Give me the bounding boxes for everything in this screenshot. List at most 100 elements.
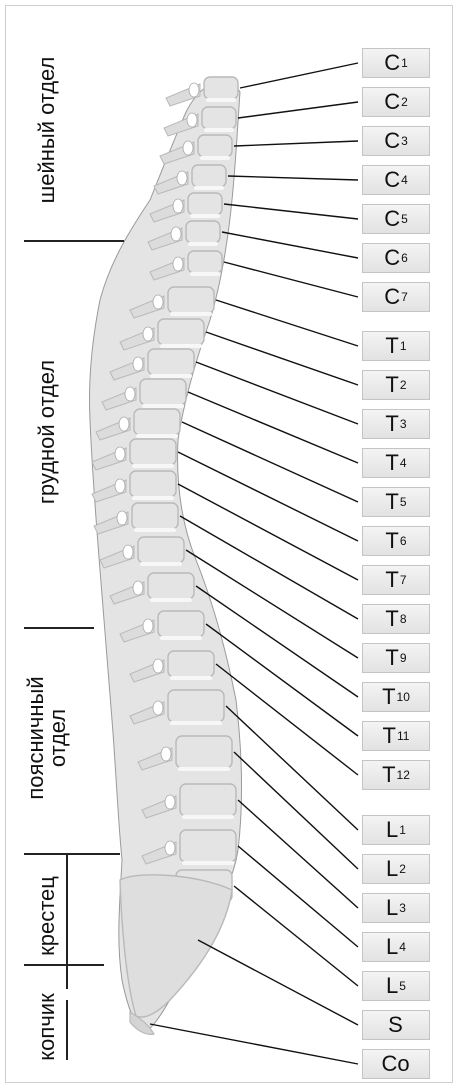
disc xyxy=(188,242,218,246)
disc xyxy=(134,528,176,532)
vertebra-body-t1 xyxy=(168,287,214,313)
foramen xyxy=(117,511,127,525)
disc xyxy=(204,128,234,132)
label-box-c1: C1 xyxy=(362,48,430,78)
foramen xyxy=(133,357,143,371)
vertebra-body-c6 xyxy=(186,221,220,243)
disc xyxy=(170,312,212,316)
vertebra-body-c3 xyxy=(198,135,232,157)
foramen xyxy=(171,227,181,241)
region-label-coccyx: копчик xyxy=(36,993,58,1060)
vertebral-column xyxy=(89,77,241,1034)
vertebra-body-t4 xyxy=(140,379,186,405)
label-box-co: Co xyxy=(362,1049,430,1079)
leader-line-c6 xyxy=(222,232,358,258)
foramen xyxy=(165,795,175,809)
foramen xyxy=(189,83,199,97)
foramen xyxy=(173,257,183,271)
disc xyxy=(182,815,234,819)
disc xyxy=(136,434,178,438)
leader-line-t1 xyxy=(216,300,358,346)
foramen xyxy=(143,327,153,341)
leader-line-t5 xyxy=(182,422,358,502)
vertebra-body-c7 xyxy=(188,251,222,273)
vertebra-body-t12 xyxy=(168,651,214,677)
disc xyxy=(190,214,220,218)
sacrum-bone xyxy=(120,875,232,1017)
label-box-t7: T7 xyxy=(362,565,430,595)
foramen xyxy=(123,545,133,559)
foramen xyxy=(173,199,183,213)
label-box-s: S xyxy=(362,1010,430,1040)
vertebra-body-c5 xyxy=(188,193,222,215)
leader-line-c3 xyxy=(234,141,358,146)
vertebra-body-t3 xyxy=(148,349,194,375)
disc xyxy=(160,636,202,640)
label-box-t2: T2 xyxy=(362,370,430,400)
foramen xyxy=(125,387,135,401)
leader-line-l1 xyxy=(226,706,358,830)
vertebra-body-t7 xyxy=(130,471,176,497)
disc xyxy=(194,186,224,190)
leader-line-t4 xyxy=(188,392,358,463)
leader-line-c4 xyxy=(228,176,358,180)
leader-line-c5 xyxy=(224,204,358,219)
vertebra-body-l3 xyxy=(180,784,236,816)
divider-vertical-coccyx xyxy=(66,1000,68,1060)
leader-line-l4 xyxy=(238,846,358,947)
label-box-c6: C6 xyxy=(362,243,430,273)
vertebra-body-t6 xyxy=(130,439,176,465)
divider-thoracic-lumbar xyxy=(24,627,94,629)
label-box-t1: T1 xyxy=(362,331,430,361)
disc xyxy=(132,464,174,468)
vertebra-body-c2 xyxy=(202,107,236,129)
vertebra-body-t9 xyxy=(138,537,184,563)
disc xyxy=(150,374,192,378)
disc xyxy=(200,156,230,160)
foramen xyxy=(183,141,193,155)
foramen xyxy=(115,447,125,461)
leader-line-t7 xyxy=(178,484,358,580)
vertebra-body-t10 xyxy=(148,573,194,599)
foramen xyxy=(165,841,175,855)
foramen xyxy=(187,113,197,127)
vertebra-body-t2 xyxy=(158,319,204,345)
divider-cervical-thoracic xyxy=(24,240,124,242)
disc xyxy=(140,562,182,566)
leader-line-s xyxy=(198,940,358,1025)
disc xyxy=(142,404,184,408)
disc xyxy=(150,598,192,602)
vertebra-body-l4 xyxy=(180,830,236,862)
foramen xyxy=(153,701,163,715)
region-label-sacrum: крестец xyxy=(36,876,58,956)
foramen xyxy=(133,581,143,595)
foramen xyxy=(153,295,163,309)
foramen xyxy=(153,659,163,673)
leader-line-l3 xyxy=(238,800,358,908)
leader-line-t6 xyxy=(178,452,358,541)
region-label-thoracic: грудной отдел xyxy=(36,360,58,504)
disc xyxy=(190,272,220,276)
foramen xyxy=(161,747,171,761)
foramen xyxy=(177,171,187,185)
vertebra-body-l1 xyxy=(168,690,224,722)
vertebra-body-l2 xyxy=(176,736,232,768)
label-box-t12: T12 xyxy=(362,760,430,790)
vertebra-body-t11 xyxy=(158,611,204,637)
